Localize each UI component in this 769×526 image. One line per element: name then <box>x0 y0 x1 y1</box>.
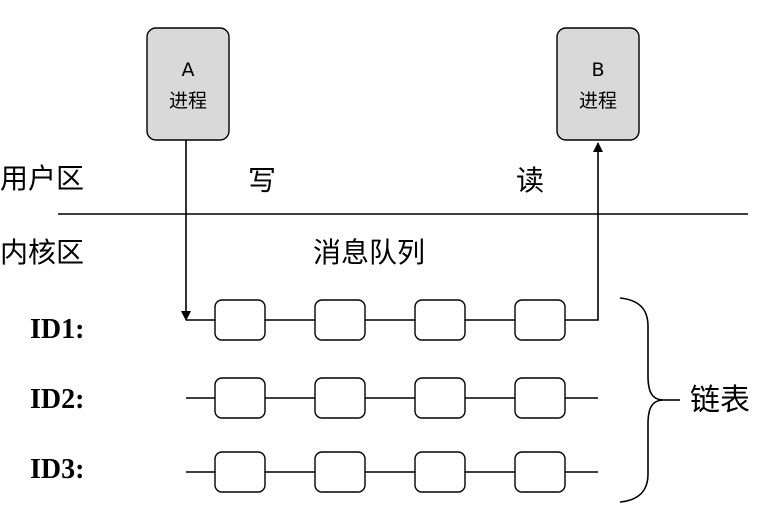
queue-node <box>314 299 366 341</box>
queue-node <box>214 377 266 419</box>
queue-node <box>314 377 366 419</box>
process-b-box <box>556 27 640 141</box>
queue-node <box>414 451 466 493</box>
kernel-zone-label: 内核区 <box>0 236 84 269</box>
linked-list-brace <box>619 297 665 503</box>
queue-row-2 <box>186 377 598 419</box>
message-queue-title: 消息队列 <box>313 236 425 269</box>
queue-node <box>414 377 466 419</box>
queue-node <box>214 299 266 341</box>
process-a-letter: A <box>182 59 195 81</box>
queue-row-3 <box>186 451 598 493</box>
process-a-box <box>146 27 230 141</box>
process-b-text: 进程 <box>579 90 617 112</box>
process-b: B 进程 <box>556 27 640 141</box>
queue-node <box>214 451 266 493</box>
queue-node <box>314 451 366 493</box>
read-label: 读 <box>516 164 544 197</box>
queue-row-1 <box>186 299 566 341</box>
queue-id-label-1: ID1: <box>30 314 84 345</box>
linked-list-label: 链表 <box>690 383 750 418</box>
process-b-letter: B <box>591 59 604 81</box>
queue-node <box>514 377 566 419</box>
read-arrow <box>566 142 603 321</box>
queue-node <box>514 299 566 341</box>
process-a: A 进程 <box>146 27 230 141</box>
process-a-text: 进程 <box>169 90 207 112</box>
write-label: 写 <box>248 164 276 197</box>
queue-id-label-3: ID3: <box>30 454 84 485</box>
user-zone-label: 用户区 <box>0 162 84 195</box>
queue-node <box>514 451 566 493</box>
queue-id-label-2: ID2: <box>30 384 84 415</box>
queue-node <box>414 299 466 341</box>
